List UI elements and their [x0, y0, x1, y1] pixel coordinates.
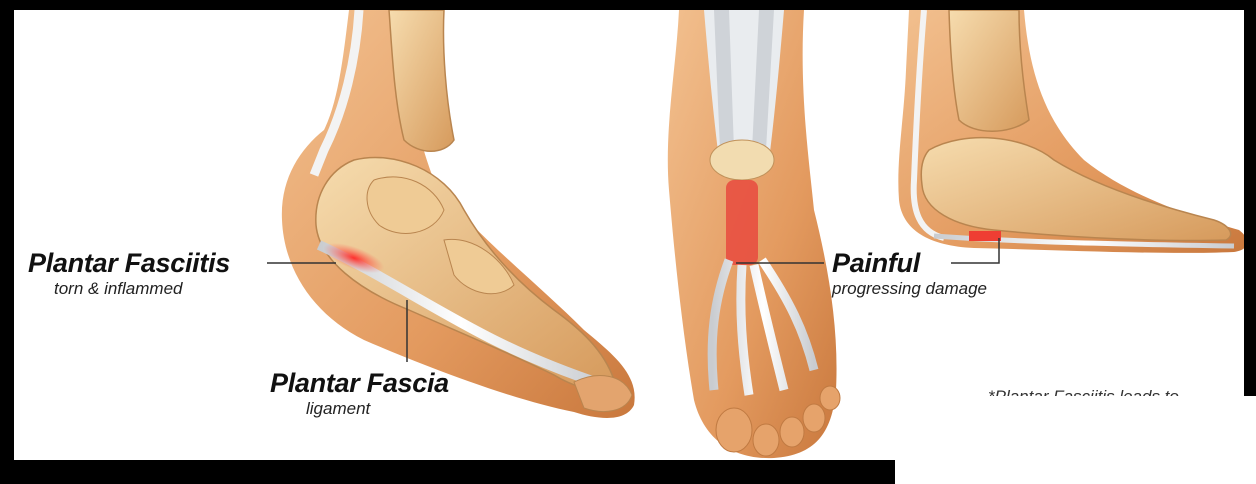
painful-title: Painful — [832, 248, 987, 279]
left-foot-side-view — [282, 10, 635, 418]
plantar-fasciitis-subtitle: torn & inflammed — [54, 279, 230, 299]
label-plantar-fasciitis: Plantar Fasciitis torn & inflammed — [28, 248, 230, 299]
middle-foot-sole-view — [668, 10, 840, 458]
painful-subtitle: progressing damage — [832, 279, 987, 299]
bottom-right-white-area — [895, 396, 1256, 484]
plantar-fascia-subtitle: ligament — [306, 399, 449, 419]
right-foot-side-view — [898, 10, 1244, 253]
label-plantar-fascia: Plantar Fascia ligament — [270, 368, 449, 419]
truncated-caption: *Plantar Fasciitis leads to — [988, 388, 1244, 396]
plantar-fascia-title: Plantar Fascia — [270, 368, 449, 399]
plantar-fasciitis-title: Plantar Fasciitis — [28, 248, 230, 279]
truncated-caption-text: *Plantar Fasciitis leads to — [988, 388, 1244, 396]
label-painful: Painful progressing damage — [832, 248, 987, 299]
